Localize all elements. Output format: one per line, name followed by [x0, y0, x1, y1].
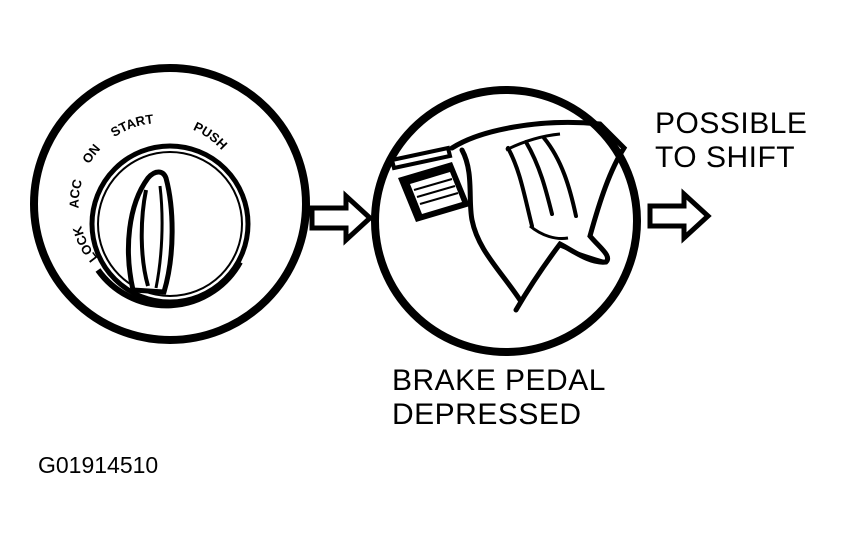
ignition-bezel-shadow — [95, 260, 243, 309]
arrow-right-icon-2 — [647, 188, 712, 244]
caption-line-2: TO SHIFT — [655, 141, 796, 174]
caption-line-2: DEPRESSED — [392, 398, 582, 431]
ignition-bezel-inner — [97, 151, 243, 297]
ignition-bezel — [89, 143, 251, 305]
arrow-right-icon-1 — [309, 190, 374, 246]
position-on: ON — [79, 141, 103, 166]
caption-line-1: BRAKE PEDAL — [392, 364, 606, 397]
possible-to-shift-caption: POSSIBLE TO SHIFT — [655, 107, 807, 175]
ignition-key-icon — [125, 169, 175, 295]
brake-pedal-caption: BRAKE PEDAL DEPRESSED — [392, 364, 606, 432]
caption-line-1: POSSIBLE — [655, 107, 808, 140]
pedal-arm — [389, 145, 453, 171]
ignition-circle-frame — [30, 64, 310, 344]
ignition-switch-illustration: LOCK ACC ON START PUSH — [30, 64, 310, 344]
figure-id-label: G01914510 — [38, 452, 159, 478]
position-start: START — [108, 111, 154, 140]
position-acc: ACC — [66, 177, 85, 208]
position-push: PUSH — [191, 119, 230, 153]
foot-icon — [449, 119, 628, 313]
brake-pedal-illustration — [371, 86, 641, 356]
brake-pedal-pad-icon — [398, 162, 470, 222]
brake-circle-frame — [371, 86, 641, 356]
